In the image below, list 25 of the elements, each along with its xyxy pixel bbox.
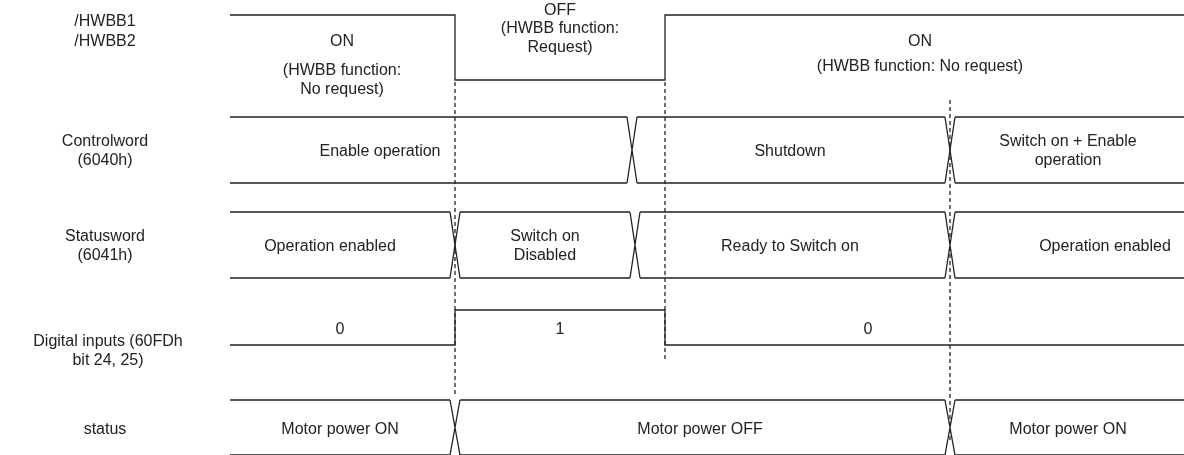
state-label: Enable operation xyxy=(318,140,442,160)
state-label: Operation enabled xyxy=(1038,235,1172,255)
state-label: 0 xyxy=(334,318,346,338)
state-label: (HWBB function: No request) xyxy=(281,60,403,98)
state-label: 0 xyxy=(862,318,874,338)
signal-name: /HWBB2 xyxy=(73,30,137,50)
signal-name: /HWBB1 xyxy=(73,10,137,30)
state-label: Motor power ON xyxy=(280,418,400,438)
state-label: Shutdown xyxy=(753,140,827,160)
state-label: (HWBB function: Request) xyxy=(499,18,621,56)
state-label: (HWBB function: No request) xyxy=(815,55,1025,75)
state-label: OFF xyxy=(543,0,577,19)
state-label: Motor power OFF xyxy=(636,418,764,438)
state-label: Switch on Disabled xyxy=(509,226,581,264)
signal-name: status xyxy=(82,418,128,438)
state-label: Switch on + Enable operation xyxy=(998,131,1138,169)
signal-name: Statusword (6041h) xyxy=(63,226,146,264)
state-label: ON xyxy=(329,30,355,50)
state-label: Operation enabled xyxy=(263,235,397,255)
state-label: 1 xyxy=(554,318,566,338)
signal-name: Controlword (6040h) xyxy=(60,131,150,169)
state-label: Motor power ON xyxy=(1008,418,1128,438)
state-label: ON xyxy=(907,30,933,50)
signal-name: Digital inputs (60FDh bit 24, 25) xyxy=(33,331,183,369)
state-label: Ready to Switch on xyxy=(720,235,860,255)
